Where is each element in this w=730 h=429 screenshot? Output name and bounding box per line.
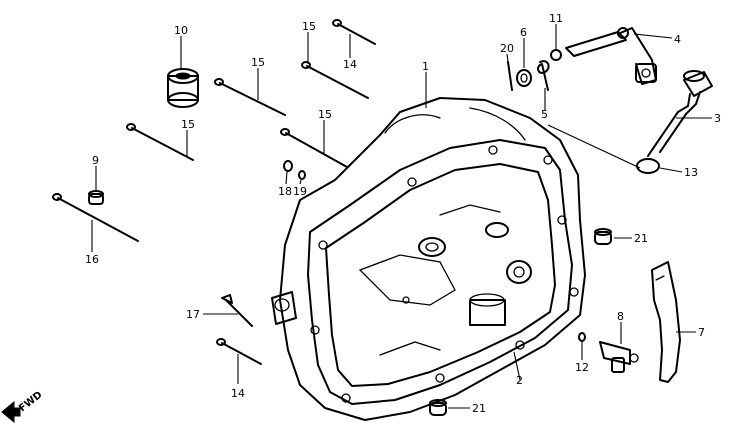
callout-15-a: 15 — [251, 56, 265, 69]
callout-18: 18 — [278, 185, 292, 198]
callout-14-bottom: 14 — [231, 387, 245, 400]
pin-20 — [507, 61, 513, 91]
lever-4 — [565, 27, 657, 85]
callout-16: 16 — [85, 253, 99, 266]
callout-17: 17 — [186, 308, 200, 321]
crankcase-cover — [271, 97, 586, 421]
bolt-15-c — [126, 123, 194, 161]
bolt-15-b — [301, 61, 369, 99]
fwd-arrow-icon — [1, 400, 21, 424]
bolt-14-top — [332, 19, 376, 45]
callout-12: 12 — [575, 361, 589, 374]
callout-2: 2 — [516, 374, 523, 387]
collar-21-upper — [594, 228, 612, 245]
bolt-14-bottom — [216, 338, 262, 365]
callout-labels: 1 2 3 4 5 6 7 8 9 10 11 12 13 14 14 15 1… — [17, 12, 721, 415]
bolt-15-d — [280, 128, 348, 168]
callout-20: 20 — [500, 42, 514, 55]
callout-21-upper: 21 — [634, 232, 648, 245]
washer-11 — [550, 49, 562, 61]
callout-15-d: 15 — [318, 108, 332, 121]
callout-8: 8 — [617, 310, 624, 323]
screw-17 — [221, 294, 253, 327]
switch-8 — [599, 341, 639, 373]
callout-7: 7 — [698, 326, 705, 339]
callout-19: 19 — [293, 185, 307, 198]
callout-13: 13 — [684, 166, 698, 179]
washer-19 — [298, 170, 306, 180]
callout-3: 3 — [714, 112, 721, 125]
oil-seal-6 — [516, 69, 532, 87]
bolt-15-a — [214, 78, 286, 116]
collar-10 — [167, 68, 199, 108]
callout-21-lower: 21 — [472, 402, 486, 415]
collar-21-lower — [429, 399, 447, 416]
seal-18 — [283, 160, 293, 172]
pin-12 — [578, 332, 586, 342]
o-ring-13 — [547, 124, 660, 174]
callout-6: 6 — [520, 26, 527, 39]
callout-5: 5 — [541, 108, 548, 121]
guide-plate-7 — [651, 261, 681, 383]
callout-15-b: 15 — [302, 20, 316, 33]
callout-15-c: 15 — [181, 118, 195, 131]
callout-9: 9 — [92, 154, 99, 167]
callout-1: 1 — [422, 60, 429, 73]
leader-lines — [91, 24, 712, 409]
callout-14-top: 14 — [343, 58, 357, 71]
callout-4: 4 — [674, 33, 681, 46]
spring-5 — [537, 60, 550, 91]
callout-11: 11 — [549, 12, 563, 25]
callout-10: 10 — [174, 24, 188, 37]
fwd-label: FWD — [17, 390, 44, 415]
dipstick-3 — [647, 70, 713, 157]
bolt-16 — [52, 193, 139, 242]
dowel-pin-9 — [88, 190, 104, 205]
